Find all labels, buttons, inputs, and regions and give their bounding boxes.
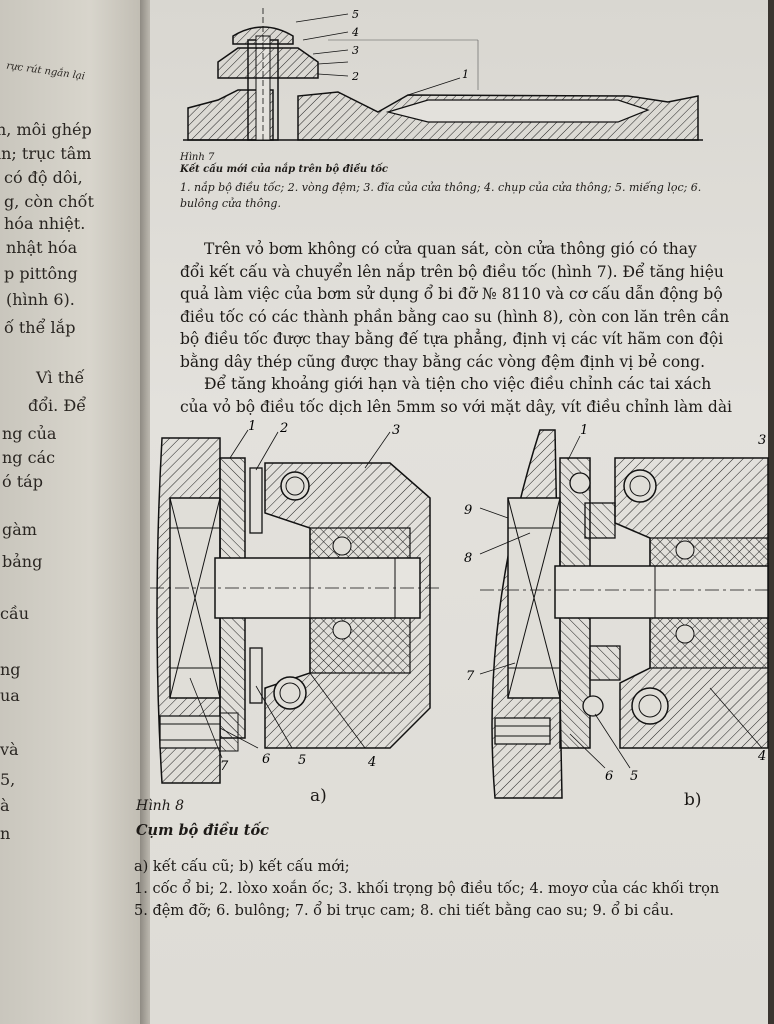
figure-8-drawing: 1 2 3 7 6 5 4 [150, 419, 769, 799]
fig8a-callout-6: 6 [262, 752, 270, 767]
figure-7-legend: 1. nắp bộ điều tốc; 2. vòng đệm; 3. đĩa … [180, 181, 702, 210]
text-line: bằng dây thép cũng được thay bằng các vò… [180, 352, 705, 371]
left-text-fragment: ng các [2, 448, 56, 467]
left-text-fragment: và [0, 740, 19, 759]
body-paragraph-1: Trên vỏ bơm không có cửa quan sát, còn c… [180, 238, 760, 373]
fig8b-callout-7: 7 [466, 669, 475, 684]
left-facing-page: rực rút ngắn lại n, môi ghép in; trục tâ… [0, 0, 150, 1024]
left-text-fragment: bảng [2, 552, 43, 571]
left-text-fragment: đổi. Để [28, 396, 87, 415]
left-text-fragment: ua [0, 686, 20, 705]
figure-7-drawing: 5 4 3 2 1 [183, 8, 703, 141]
fig7-callout-1: 1 [462, 68, 469, 81]
legend-line: a) kết cấu cũ; b) kết cấu mới; [134, 859, 350, 875]
left-text-fragment: có độ dôi, [4, 168, 83, 187]
figure-8b-label: b) [684, 790, 702, 810]
left-text-fragment: 5, [0, 770, 16, 789]
left-text-fragment: (hình 6). [6, 290, 75, 309]
figure-8-legend: a) kết cấu cũ; b) kết cấu mới; 1. cốc ổ … [134, 856, 774, 922]
fig8b-callout-6: 6 [605, 769, 613, 784]
fig8a-callout-1: 1 [248, 419, 256, 434]
main-page: 5 4 3 2 1 Hình 7 Kết cấu mới của nắp trê… [134, 0, 769, 1024]
left-text-fragment: Vì thế [36, 368, 85, 387]
text-line: Để tăng khoảng giới hạn và tiện cho việc… [204, 375, 712, 393]
left-text-fragment: p pittông [4, 264, 78, 283]
left-text-fragment: gàm [2, 520, 37, 539]
text-line: của vỏ bộ điều tốc dịch lên 5mm so với m… [180, 397, 733, 416]
legend-line: 1. cốc ổ bi; 2. lòxo xoắn ốc; 3. khối tr… [134, 881, 720, 897]
fig8b-callout-4: 4 [757, 749, 766, 764]
fig8a-callout-3: 3 [392, 423, 400, 438]
figure-8-caption-subtitle: Cụm bộ điều tốc [136, 822, 269, 839]
left-text-fragment: ng của [2, 424, 57, 443]
legend-line: 5. đệm đỡ; 6. bulông; 7. ổ bi trục cam; … [134, 903, 674, 919]
text-line: bộ điều tốc được thay bằng đế tựa phẳng,… [180, 330, 724, 348]
fig7-callout-5: 5 [352, 8, 359, 21]
figure-8-caption-title: Hình 8 [136, 798, 185, 814]
text-line: điều tốc có các thành phần bằng cao su (… [180, 307, 730, 326]
left-text-fragment: hóa nhiệt. [4, 214, 86, 233]
left-text-fragment: g, còn chốt [4, 192, 94, 211]
left-text-fragment: n [0, 824, 11, 843]
fig8a-callout-4: 4 [367, 755, 376, 770]
left-text-fragment: cầu [0, 604, 30, 623]
text-line: quả làm việc của bơm sử dụng ổ bi đỡ № 8… [180, 285, 723, 303]
left-text-fragment: à [0, 796, 10, 815]
left-text-fragment: nhật hóa [6, 238, 78, 257]
figure-7-caption-title: Hình 7 [180, 152, 215, 163]
fig8b-callout-5: 5 [630, 769, 638, 784]
left-text-fragment: ó táp [2, 472, 43, 491]
left-text-fragment: ố thể lắp [4, 318, 76, 337]
fig8b-callout-9: 9 [464, 503, 472, 518]
fig8a-callout-7: 7 [220, 759, 229, 774]
text-line: đổi kết cấu và chuyển lên nắp trên bộ đi… [180, 262, 724, 281]
body-paragraph-2: Để tăng khoảng giới hạn và tiện cho việc… [180, 373, 760, 418]
figure-7-caption-subtitle: Kết cấu mới của nắp trên bộ điều tốc [180, 164, 388, 175]
fig8a-callout-2: 2 [279, 421, 288, 436]
text-line: Trên vỏ bơm không có cửa quan sát, còn c… [204, 240, 697, 258]
figure-8a-label: a) [310, 786, 327, 806]
left-text-fragment: ng [0, 660, 21, 679]
left-text-fragment: rực rút ngắn lại [5, 60, 86, 83]
fig8b-callout-1: 1 [580, 423, 588, 438]
fig8a-callout-5: 5 [298, 753, 306, 768]
left-text-fragment: n, môi ghép [0, 120, 92, 139]
left-text-fragment: in; trục tâm [0, 144, 92, 163]
fig7-callout-2: 2 [351, 70, 359, 83]
figure-8b-assembly: 1 3 9 8 7 6 5 4 [464, 423, 769, 799]
fig8b-callout-8: 8 [464, 551, 472, 566]
fig7-callout-4: 4 [351, 26, 359, 39]
fig8b-callout-3: 3 [758, 433, 766, 448]
figure-8a-assembly: 1 2 3 7 6 5 4 [150, 419, 440, 784]
fig7-callout-3: 3 [352, 44, 359, 57]
